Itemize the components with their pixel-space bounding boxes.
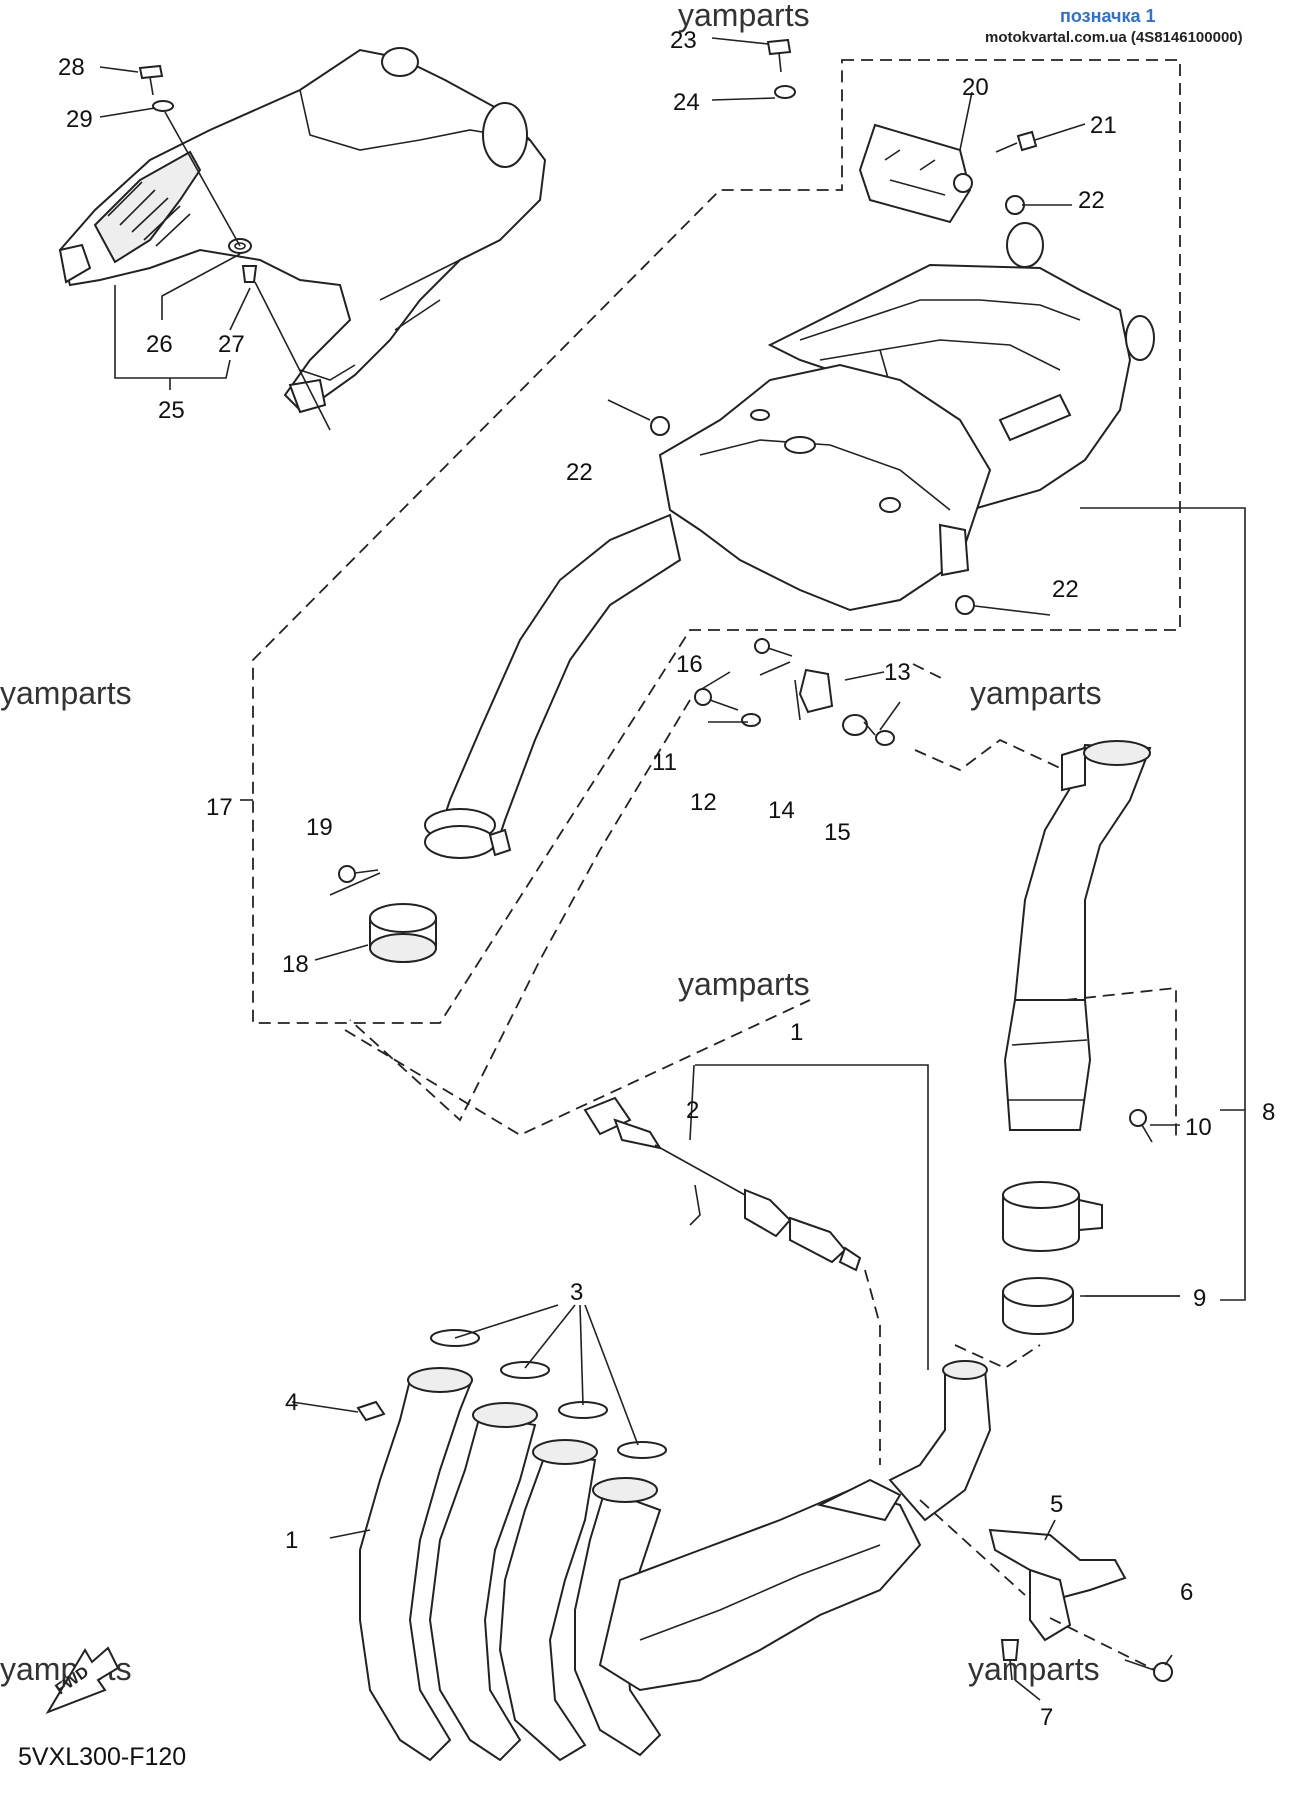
bolt-6 xyxy=(1124,1659,1173,1682)
callout-15: 15 xyxy=(824,819,851,846)
gasket-18 xyxy=(369,903,437,963)
bolt-11 xyxy=(694,688,739,711)
gasket-3d xyxy=(617,1441,667,1459)
callout-12: 12 xyxy=(690,789,717,816)
muffler-assembly xyxy=(438,222,1155,852)
callout-24: 24 xyxy=(673,89,700,116)
nut-22-upper xyxy=(1005,195,1025,215)
callout-1-top: 1 xyxy=(790,1019,803,1046)
callout-18: 18 xyxy=(282,951,309,978)
callout-10: 10 xyxy=(1185,1114,1212,1141)
gasket-9 xyxy=(1002,1277,1074,1335)
bracket-13 xyxy=(798,668,834,714)
callout-4: 4 xyxy=(285,1389,298,1416)
callout-16: 16 xyxy=(676,651,703,678)
callout-1-left: 1 xyxy=(285,1527,298,1554)
exhaust-pipe-8 xyxy=(1003,740,1152,1131)
heat-shield-assembly xyxy=(58,47,547,414)
washer-29 xyxy=(152,100,174,112)
bolt-10 xyxy=(1129,1109,1153,1143)
callout-20: 20 xyxy=(962,74,989,101)
callout-27: 27 xyxy=(218,331,245,358)
pipe-8-clamp xyxy=(1002,1181,1103,1252)
damper-14 xyxy=(842,714,868,736)
callout-21: 21 xyxy=(1090,112,1117,139)
callout-29: 29 xyxy=(66,106,93,133)
gasket-3b xyxy=(500,1361,550,1379)
watermark-center: yamparts xyxy=(678,966,810,1002)
watermark-right: yamparts xyxy=(970,675,1102,711)
muffler-pipe-clamp xyxy=(424,808,512,859)
bolt-16 xyxy=(754,638,793,657)
callout-26: 26 xyxy=(146,331,173,358)
bracket-5 xyxy=(988,1528,1127,1642)
callout-3: 3 xyxy=(570,1279,583,1306)
oxygen-sensor-2 xyxy=(583,1096,862,1272)
callout-7: 7 xyxy=(1040,1704,1053,1731)
watermark-left: yamparts xyxy=(0,675,132,711)
callout-6: 6 xyxy=(1180,1579,1193,1606)
bracket-20 xyxy=(858,123,973,224)
callout-17: 17 xyxy=(206,794,233,821)
nut-4 xyxy=(356,1400,386,1422)
callout-5: 5 xyxy=(1050,1491,1063,1518)
screw-28 xyxy=(138,64,164,96)
callout-25: 25 xyxy=(158,397,185,424)
watermark-bottom-right: yamparts xyxy=(968,1651,1100,1687)
bolt-21 xyxy=(995,130,1038,153)
callout-28: 28 xyxy=(58,54,85,81)
collar-27 xyxy=(241,265,258,283)
diagram-code: 5VXL300-F120 xyxy=(18,1743,186,1771)
callout-22-lower: 22 xyxy=(1052,576,1079,603)
callout-22-upper: 22 xyxy=(1078,187,1105,214)
nut-22-left xyxy=(650,416,670,436)
callout-14: 14 xyxy=(768,797,795,824)
callout-22-left: 22 xyxy=(566,459,593,486)
callout-9: 9 xyxy=(1193,1285,1206,1312)
washer-24 xyxy=(774,85,796,99)
washer-12 xyxy=(741,713,761,727)
callout-2: 2 xyxy=(686,1097,699,1124)
muffler-group-outline xyxy=(252,59,1181,1024)
bolt-23 xyxy=(766,38,792,73)
callout-8: 8 xyxy=(1262,1099,1275,1126)
collar-15 xyxy=(875,730,895,746)
exhaust-headers-1 xyxy=(359,1360,992,1762)
callout-23: 23 xyxy=(670,27,697,54)
callout-19: 19 xyxy=(306,814,333,841)
source-label: motokvartal.com.ua (4S8146100000) xyxy=(985,29,1243,46)
nut-22-lower xyxy=(955,595,975,615)
badge-label: позначка 1 xyxy=(1060,6,1156,26)
watermark-top: yamparts xyxy=(678,0,810,33)
callout-13: 13 xyxy=(884,659,911,686)
callout-11: 11 xyxy=(652,749,677,776)
bolt-19 xyxy=(338,865,379,883)
stud-7 xyxy=(1000,1639,1020,1681)
